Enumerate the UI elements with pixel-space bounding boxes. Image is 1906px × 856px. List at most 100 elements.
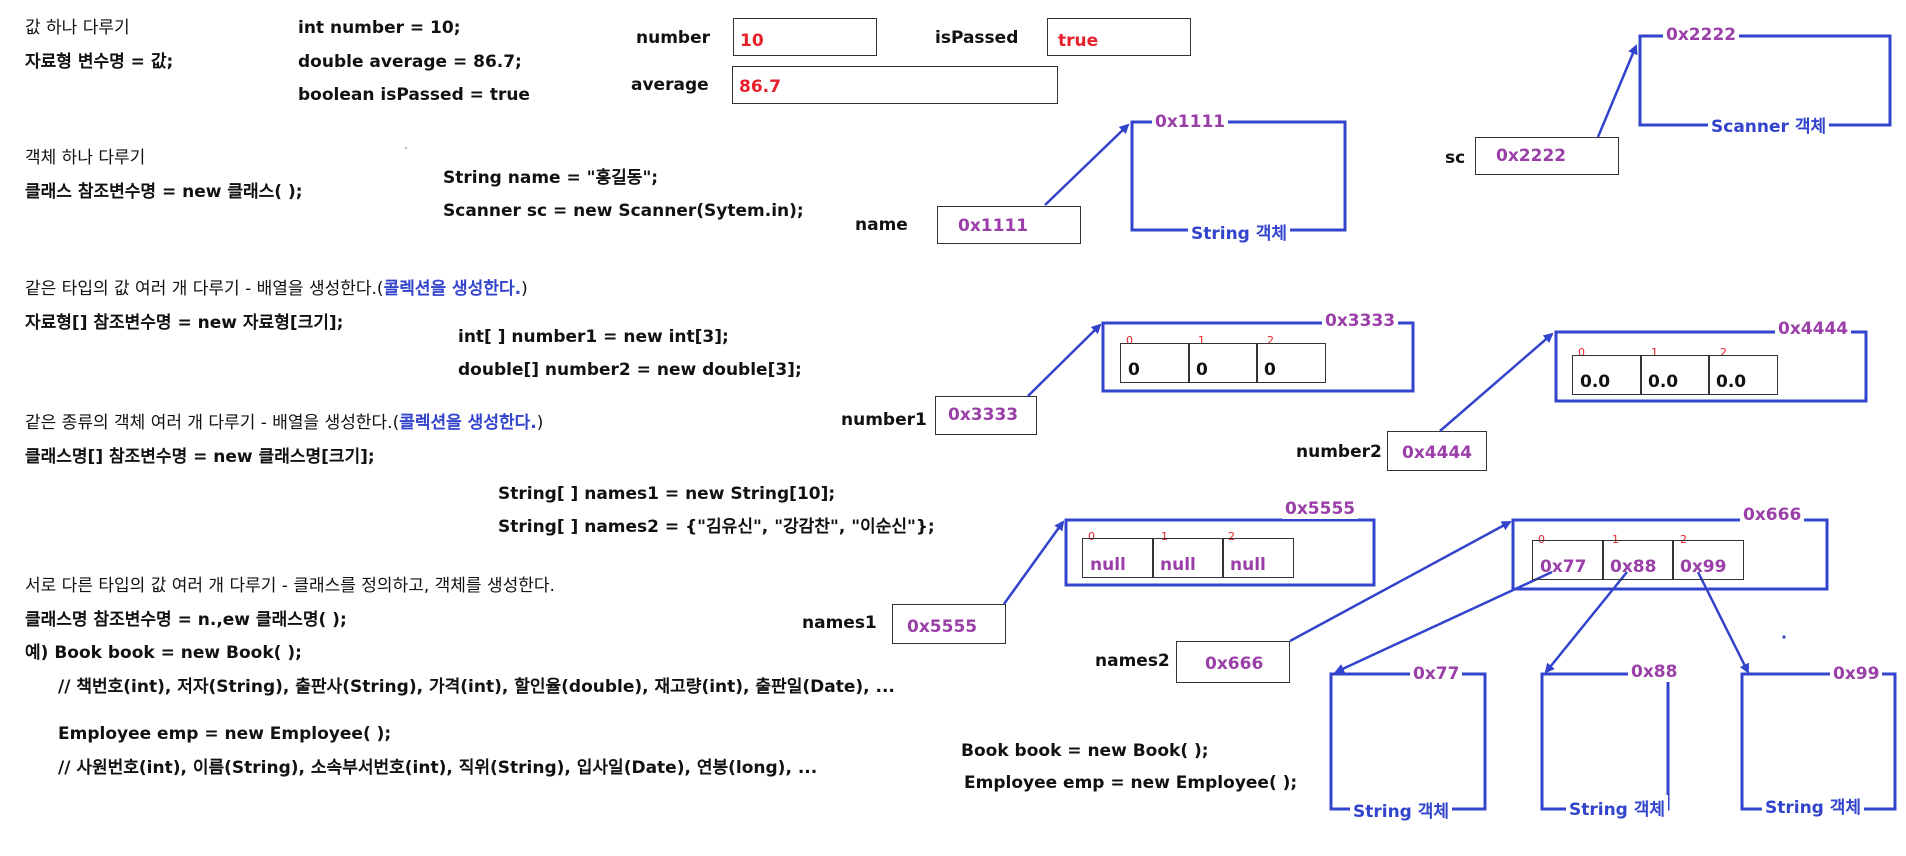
section1-title: 값 하나 다루기 (25, 18, 130, 38)
array-frame-names1 (1064, 518, 1376, 587)
object-label: String 객체 (1762, 793, 1865, 818)
section4-title: 같은 종류의 객체 여러 개 다루기 - 배열을 생성한다.(콜렉션을 생성한다… (25, 412, 543, 434)
array-index: 0 (1538, 533, 1545, 546)
section3-syntax: 자료형[] 참조변수명 = new 자료형[크기]; (25, 313, 344, 333)
code-line: double[] number2 = new double[3]; (458, 360, 802, 380)
section4-title-highlight: 콜렉션을 생성한다. (399, 413, 537, 433)
array-frame-number1 (1101, 321, 1415, 393)
cell-value: 0 (1196, 360, 1208, 380)
var-value: 10 (740, 31, 764, 51)
var-label-ispassed: isPassed (935, 28, 1019, 48)
cell-value: 0.0 (1716, 372, 1747, 392)
code-line: Book book = new Book( ); (961, 741, 1209, 761)
arrow-names2-to-array (1289, 520, 1512, 643)
array-index: 0 (1578, 346, 1585, 359)
heap-address: 0x1111 (1152, 112, 1229, 132)
cell-value: null (1160, 555, 1196, 575)
section5-title: 서로 다른 타입의 값 여러 개 다루기 - 클래스를 정의하고, 객체를 생성… (25, 576, 555, 596)
stray-dot (405, 147, 407, 149)
var-box-average: 86.7 (732, 66, 1058, 104)
array-index: 1 (1161, 530, 1168, 543)
var-label-number: number (636, 28, 711, 48)
object-label: String 객체 (1566, 795, 1669, 820)
string-object-frame-0x88 (1540, 672, 1670, 811)
array-index: 2 (1680, 533, 1687, 546)
cell-value: 0.0 (1580, 372, 1611, 392)
var-box-names1: 0x5555 (892, 604, 1006, 644)
heap-address: 0x99 (1830, 664, 1883, 684)
var-value: 0x2222 (1496, 146, 1567, 166)
array-cell: 0.0 (1572, 355, 1642, 395)
var-value: 0x1111 (958, 216, 1029, 236)
var-box-number2: 0x4444 (1387, 431, 1487, 471)
code-line: int[ ] number1 = new int[3]; (458, 327, 729, 347)
cell-value: null (1230, 555, 1266, 575)
code-line: String[ ] names1 = new String[10]; (498, 484, 836, 504)
section5-syntax: 클래스명 참조변수명 = n.,ew 클래스명( ); (25, 610, 347, 630)
code-line: Employee emp = new Employee( ); (964, 773, 1298, 793)
section4-title-text: 같은 종류의 객체 여러 개 다루기 - 배열을 생성한다.( (25, 413, 400, 433)
cell-value: 0x88 (1610, 557, 1657, 577)
code-line: double average = 86.7; (298, 52, 522, 72)
object-label: String 객체 (1188, 219, 1291, 244)
array-cell: null (1222, 538, 1294, 578)
code-line: String[ ] names2 = {"김유신", "강감찬", "이순신"}… (498, 517, 935, 537)
cell-value: null (1090, 555, 1126, 575)
array-cell: 0x77 (1532, 540, 1604, 580)
code-line: Scanner sc = new Scanner(Sytem.in); (443, 201, 804, 221)
cell-value: 0x99 (1680, 557, 1727, 577)
var-box-number1: 0x3333 (935, 396, 1037, 435)
section4-syntax: 클래스명[] 참조변수명 = new 클래스명[크기]; (25, 447, 375, 467)
string-object-frame-0x77 (1329, 672, 1487, 811)
cell-value: 0x77 (1540, 557, 1587, 577)
array-index: 1 (1612, 533, 1619, 546)
array-index: 0 (1126, 334, 1133, 347)
section3-title: 같은 타입의 값 여러 개 다루기 - 배열을 생성한다.(콜렉션을 생성한다.… (25, 278, 528, 300)
stray-dot (1782, 635, 1786, 639)
array-cell: 0.0 (1708, 355, 1778, 395)
section3-title-text: 같은 타입의 값 여러 개 다루기 - 배열을 생성한다.( (25, 279, 384, 299)
arrow-cell0-to-0x77 (1334, 570, 1553, 674)
heap-address: 0x77 (1410, 664, 1463, 684)
array-cell: 0 (1120, 343, 1190, 383)
arrow-number1-to-array (1027, 323, 1102, 397)
var-box-ispassed: true (1047, 18, 1191, 56)
var-label-name: name (855, 215, 908, 235)
heap-address: 0x5555 (1282, 499, 1359, 519)
code-line: int number = 10; (298, 18, 461, 38)
arrow-name-to-string (1044, 123, 1130, 206)
array-cell: 0 (1188, 343, 1258, 383)
arrow-names1-to-array (1002, 520, 1065, 605)
scanner-object-frame (1638, 34, 1892, 127)
array-cell: null (1082, 538, 1154, 578)
section1-syntax: 자료형 변수명 = 값; (25, 52, 174, 72)
arrow-number2-to-array (1439, 332, 1554, 432)
string-object-frame (1130, 120, 1347, 232)
var-value: true (1058, 31, 1099, 51)
var-box-number: 10 (733, 18, 877, 56)
section3-title-highlight: 콜렉션을 생성한다. (383, 279, 522, 299)
var-label-names1: names1 (802, 613, 877, 633)
comment-line: // 사원번호(int), 이름(String), 소속부서번호(int), 직… (58, 758, 818, 778)
heap-address: 0x2222 (1663, 25, 1740, 45)
var-label-number2: number2 (1296, 442, 1382, 462)
object-label: String 객체 (1350, 797, 1453, 822)
array-frame-number2 (1554, 330, 1868, 403)
array-index: 2 (1720, 346, 1727, 359)
var-value: 0x3333 (948, 405, 1019, 425)
array-cell: 0x88 (1602, 540, 1674, 580)
var-box-names2: 0x666 (1176, 641, 1290, 683)
section2-syntax: 클래스 참조변수명 = new 클래스( ); (25, 182, 303, 202)
var-value: 0x666 (1205, 654, 1264, 674)
string-object-frame-0x99 (1740, 672, 1897, 811)
var-label-sc: sc (1445, 148, 1466, 168)
array-index: 2 (1267, 334, 1274, 347)
var-label-average: average (631, 75, 709, 95)
var-label-number1: number1 (841, 410, 927, 430)
var-box-sc: 0x2222 (1475, 137, 1619, 175)
array-cell: null (1152, 538, 1224, 578)
var-value: 0x5555 (907, 617, 978, 637)
object-label: Scanner 객체 (1708, 112, 1830, 137)
array-frame-names2 (1511, 518, 1829, 591)
